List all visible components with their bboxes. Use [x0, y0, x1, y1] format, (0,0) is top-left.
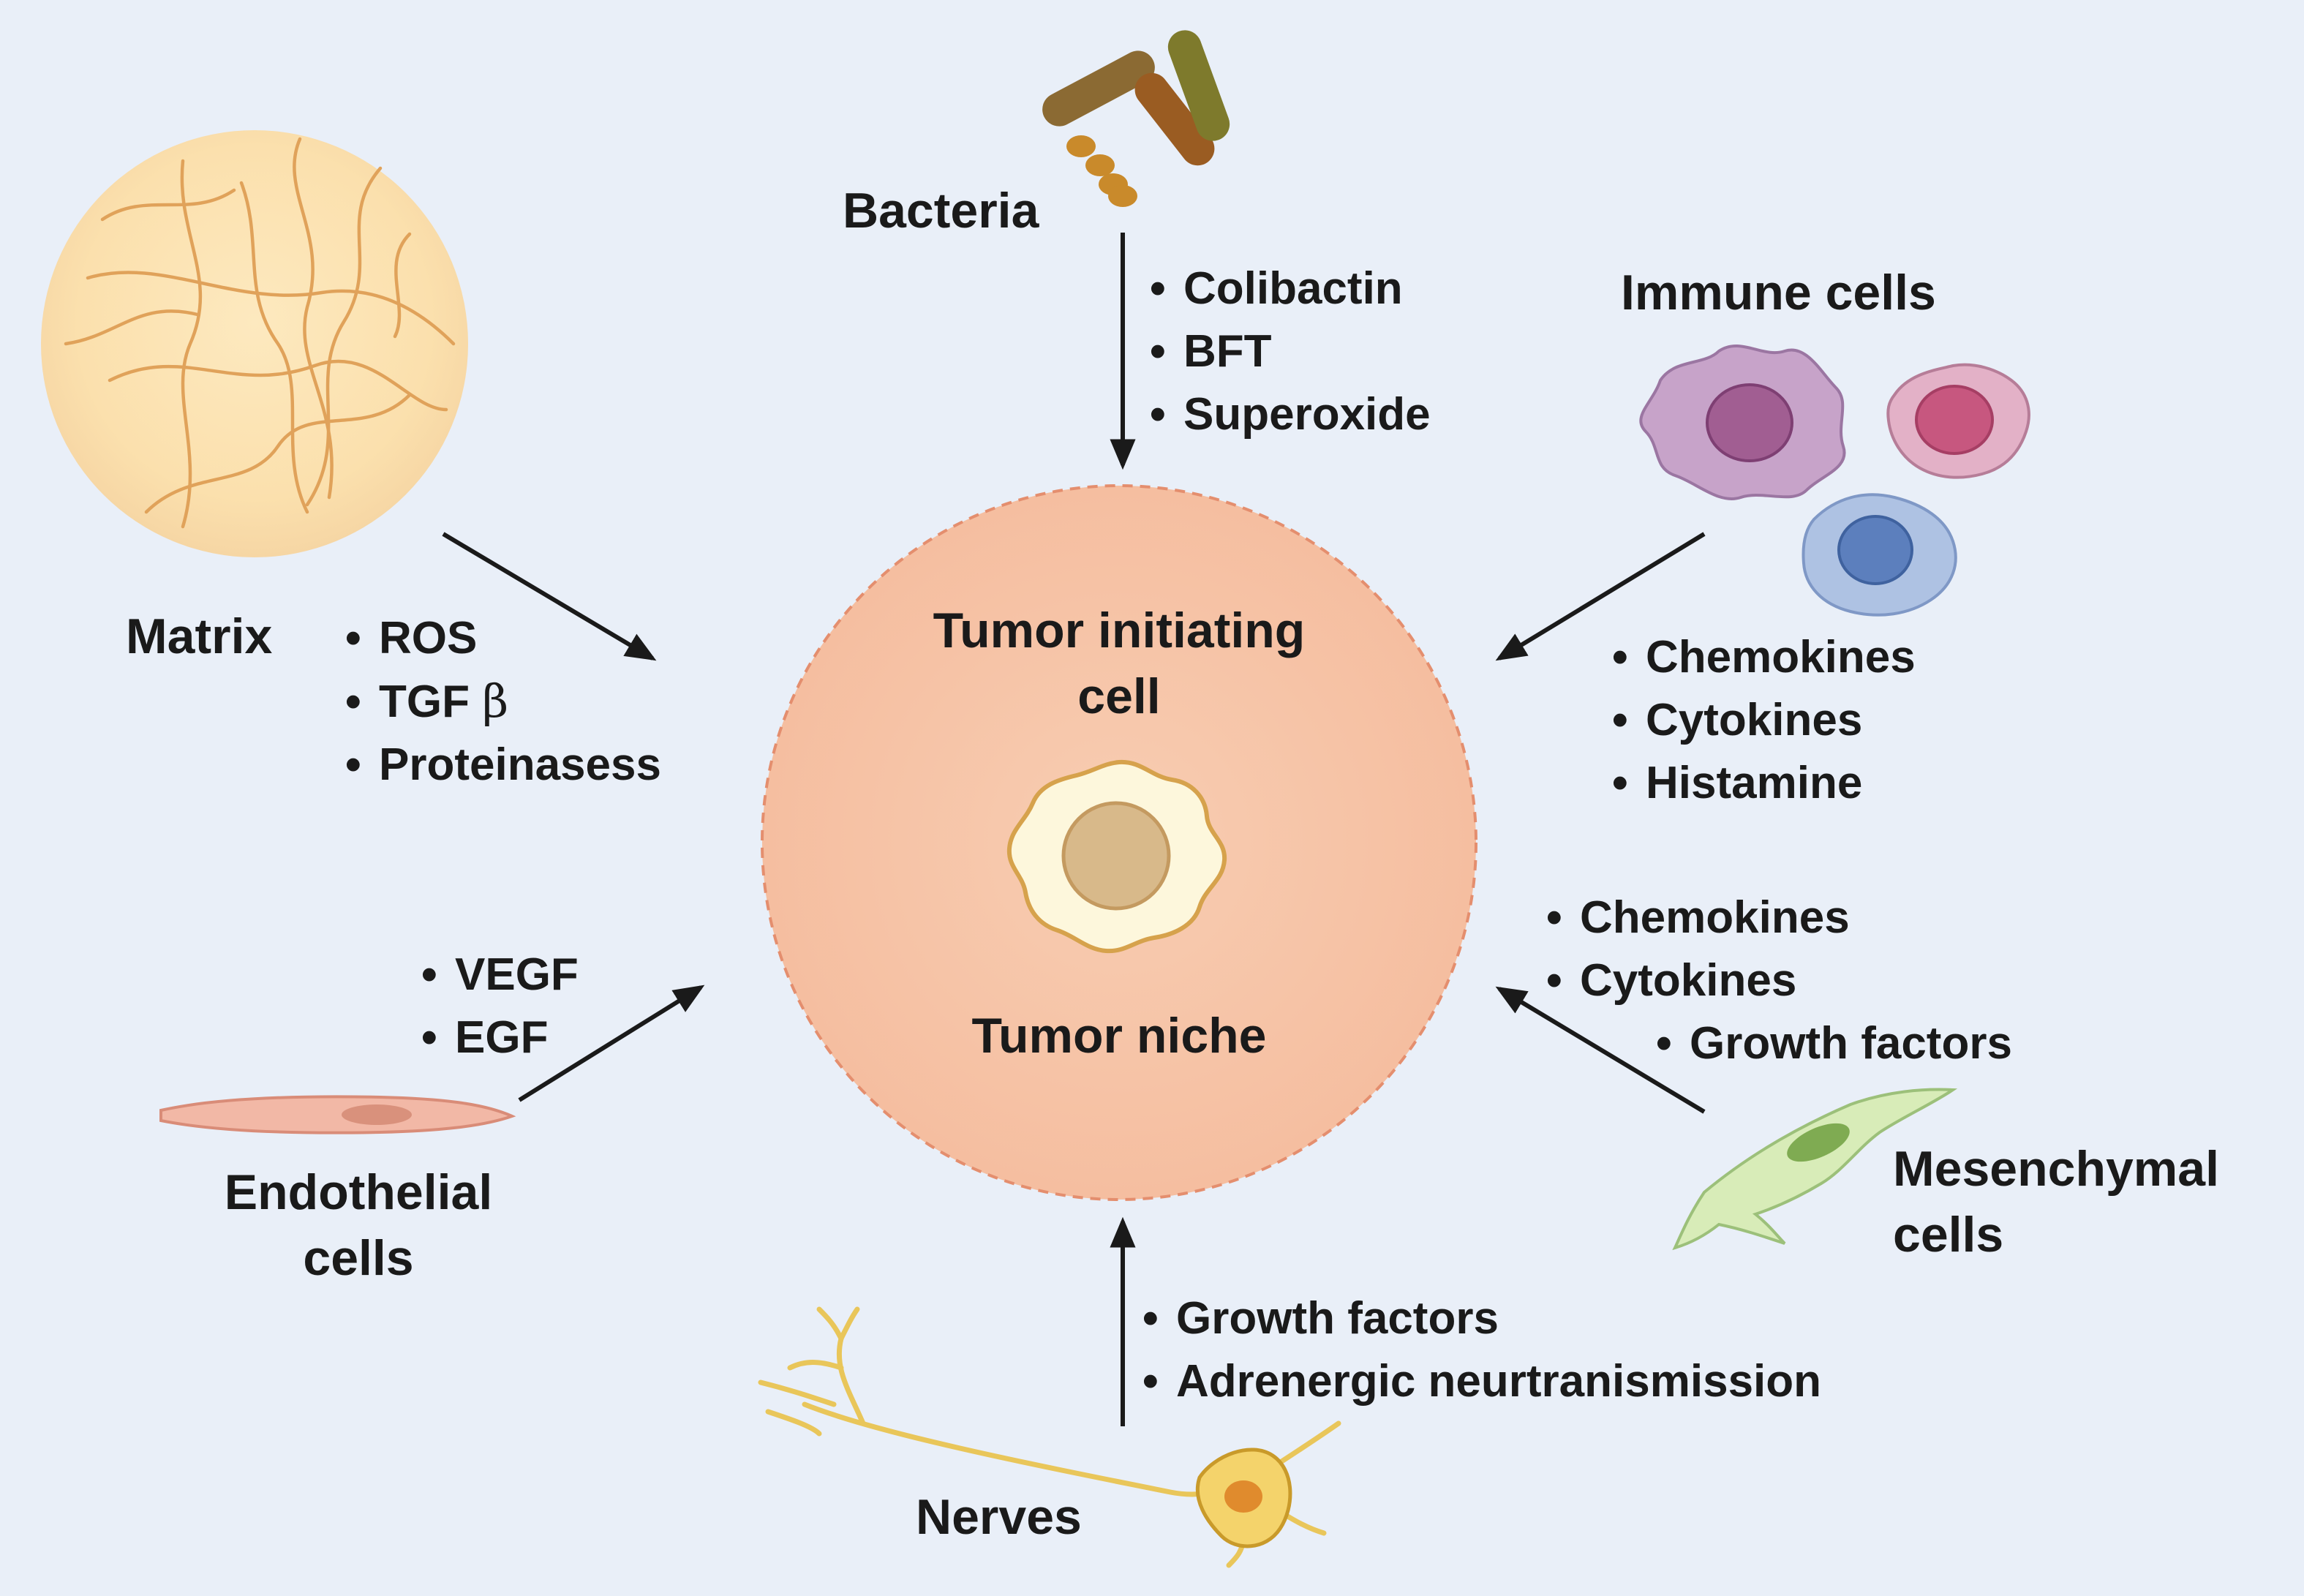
mesenchymal-factor: Chemokines	[1546, 887, 2012, 949]
bacteria-factor: Colibactin	[1150, 257, 1431, 320]
matrix-fiber-icon	[41, 130, 468, 557]
matrix-factor: TGF β	[345, 670, 661, 734]
mesenchymal-cells-label: Mesenchymal cells	[1893, 1141, 2219, 1262]
mesenchymal-factor: Growth factors	[1546, 1012, 2012, 1075]
matrix-factor-list: ROS TGF β Proteinasess	[345, 607, 661, 797]
immune-cell-icon	[1639, 344, 2030, 617]
matrix-factor: Proteinasess	[345, 734, 661, 797]
immune-factor: Chemokines	[1612, 626, 1916, 689]
immune-factor: Cytokines	[1612, 689, 1916, 752]
endothelial-cell-icon	[159, 1095, 516, 1134]
bacteria-icon	[1042, 30, 1230, 207]
matrix-factor: ROS	[345, 607, 661, 670]
tumor-cell-icon	[1006, 759, 1227, 954]
bacteria-factor: Superoxide	[1150, 383, 1431, 446]
bacteria-label: Bacteria	[843, 183, 1039, 238]
tumor-niche-label: Tumor niche	[971, 1008, 1267, 1064]
nerve-cell-icon	[758, 1306, 1341, 1568]
bacteria-factor-list: Colibactin BFT Superoxide	[1150, 257, 1431, 446]
immune-factor-list: Chemokines Cytokines Histamine	[1612, 626, 1916, 815]
bacteria-factor: BFT	[1150, 320, 1431, 383]
endothelial-factor: EGF	[421, 1006, 579, 1069]
tumor-initiating-cell-title: Tumor initiating cell	[933, 603, 1306, 724]
endothelial-factor: VEGF	[421, 944, 579, 1006]
beta-symbol: β	[482, 674, 509, 728]
matrix-label: Matrix	[126, 609, 273, 664]
endothelial-factor-list: VEGF EGF	[421, 944, 579, 1069]
mesenchymal-cell-icon	[1672, 1088, 1958, 1251]
mesenchymal-factor-list: Chemokines Cytokines Growth factors	[1546, 887, 2012, 1075]
arrow-endothelial	[518, 985, 705, 1102]
endothelial-cells-label: Endothelial cells	[224, 1164, 493, 1286]
nerves-factor-list: Growth factors Adrenergic neurtranismiss…	[1142, 1287, 1821, 1413]
immune-factor: Histamine	[1612, 752, 1916, 815]
immune-cells-label: Immune cells	[1621, 265, 1936, 320]
nerves-label: Nerves	[916, 1489, 1082, 1545]
nerves-factor: Growth factors	[1142, 1287, 1821, 1350]
nerves-factor: Adrenergic neurtranismission	[1142, 1350, 1821, 1413]
arrow-immune	[1495, 532, 1706, 661]
mesenchymal-factor: Cytokines	[1546, 949, 2012, 1012]
